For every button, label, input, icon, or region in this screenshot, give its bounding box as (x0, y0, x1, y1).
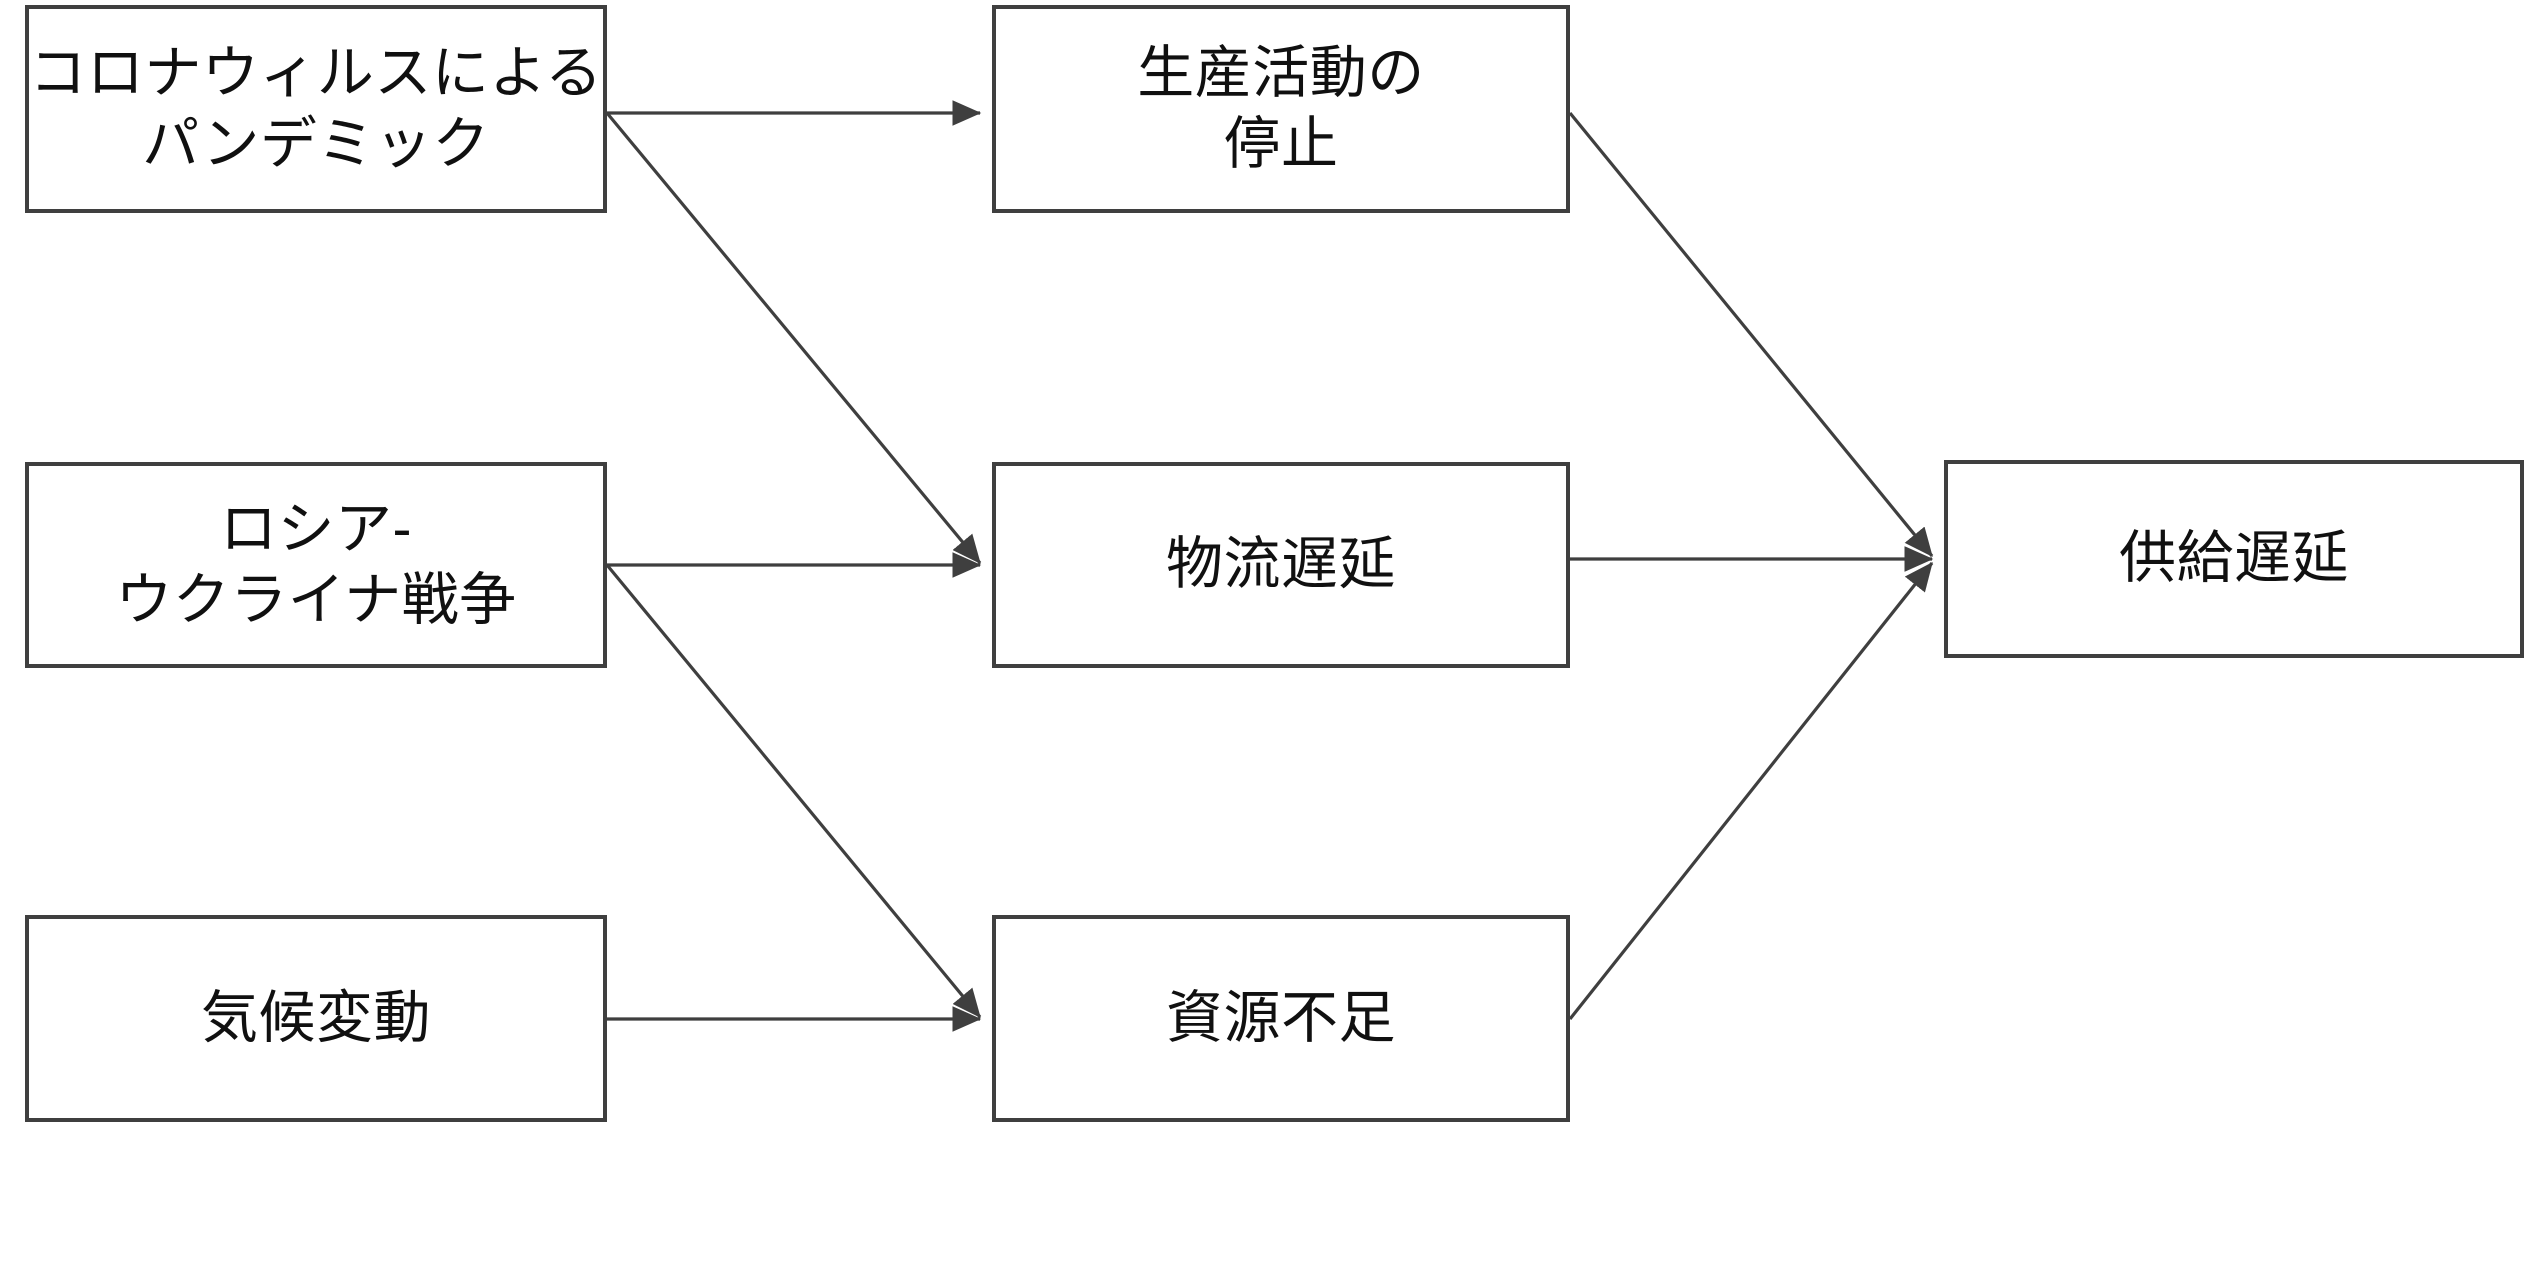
node-supply-delay[interactable]: 供給遅延 (1944, 460, 2524, 658)
node-resource-shortage[interactable]: 資源不足 (992, 915, 1570, 1122)
node-pandemic-label: コロナウィルスによる パンデミック (29, 41, 603, 176)
node-resource-shortage-label: 資源不足 (1166, 985, 1396, 1050)
node-russia-ukraine-war-label: ロシア- ウクライナ戦争 (115, 497, 517, 632)
edge-war-to-resource-shortage (605, 563, 982, 1019)
node-climate-change-label: 気候変動 (201, 985, 431, 1050)
node-climate-change[interactable]: 気候変動 (25, 915, 607, 1122)
edge-production-halt-to-supply-delay (1568, 111, 1934, 558)
edge-pandemic-to-logistics-delay (605, 111, 982, 565)
node-russia-ukraine-war[interactable]: ロシア- ウクライナ戦争 (25, 462, 607, 668)
node-logistics-delay[interactable]: 物流遅延 (992, 462, 1570, 668)
node-supply-delay-label: 供給遅延 (2119, 526, 2349, 591)
node-logistics-delay-label: 物流遅延 (1166, 532, 1396, 597)
node-production-halt[interactable]: 生産活動の 停止 (992, 5, 1570, 213)
node-production-halt-label: 生産活動の 停止 (1137, 41, 1425, 176)
node-pandemic[interactable]: コロナウィルスによる パンデミック (25, 5, 607, 213)
edge-resource-shortage-to-supply-delay (1568, 561, 1934, 1020)
